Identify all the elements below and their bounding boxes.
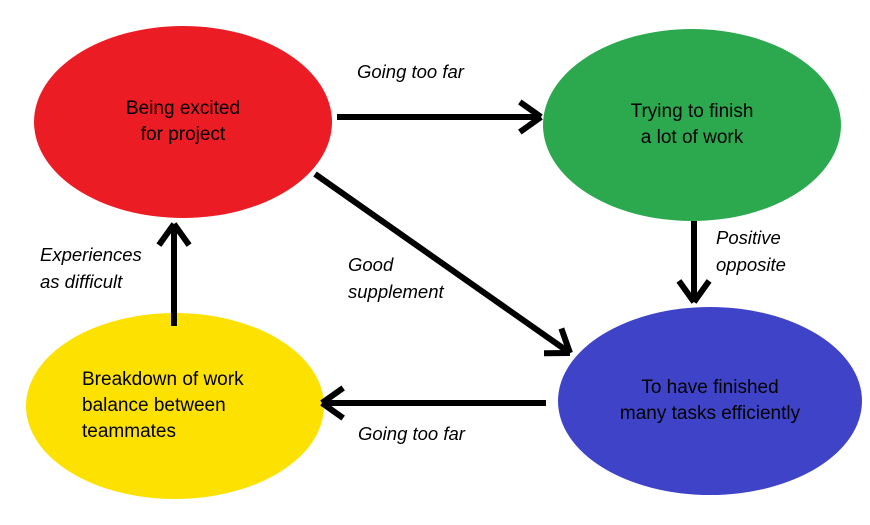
nodes-group [26, 26, 862, 499]
arrowhead-barb-1 [676, 279, 697, 304]
edge-arrow-breakdown-to-excited[interactable] [156, 222, 192, 326]
node-ellipse-finished-tasks[interactable] [558, 307, 862, 495]
node-ellipse-excited[interactable] [34, 26, 332, 218]
arrowhead-barb-2 [156, 222, 177, 247]
node-ellipse-breakdown[interactable] [26, 313, 324, 499]
edge-label-experiences-as-difficult: Experiences as difficult [40, 244, 142, 292]
arrowhead-barb-2 [518, 99, 543, 120]
arrowhead-barb-1 [171, 222, 192, 247]
arrowhead-barb-1 [320, 385, 345, 406]
arrow-shaft [313, 171, 572, 356]
node-ellipse-finish-work[interactable] [543, 29, 841, 221]
edge-label-going-too-far-bottom: Going too far [358, 423, 465, 444]
edge-arrow-excited-to-finished-tasks[interactable] [313, 171, 573, 357]
edge-arrow-finished-tasks-to-breakdown[interactable] [320, 385, 546, 421]
arrowhead-barb-2 [320, 400, 345, 421]
edge-arrow-finish-work-to-finished-tasks[interactable] [676, 221, 712, 304]
arrowhead-barb-2 [558, 327, 573, 354]
arrowhead-barb-2 [691, 279, 712, 304]
edge-label-good-supplement: Good supplement [348, 254, 444, 302]
arrowhead-barb-1 [518, 114, 543, 135]
edge-arrow-excited-to-finish-work[interactable] [337, 99, 543, 135]
edges-group [156, 99, 712, 421]
edge-label-positive-opposite: Positive opposite [716, 227, 786, 275]
edge-label-going-too-far-top: Going too far [357, 61, 464, 82]
